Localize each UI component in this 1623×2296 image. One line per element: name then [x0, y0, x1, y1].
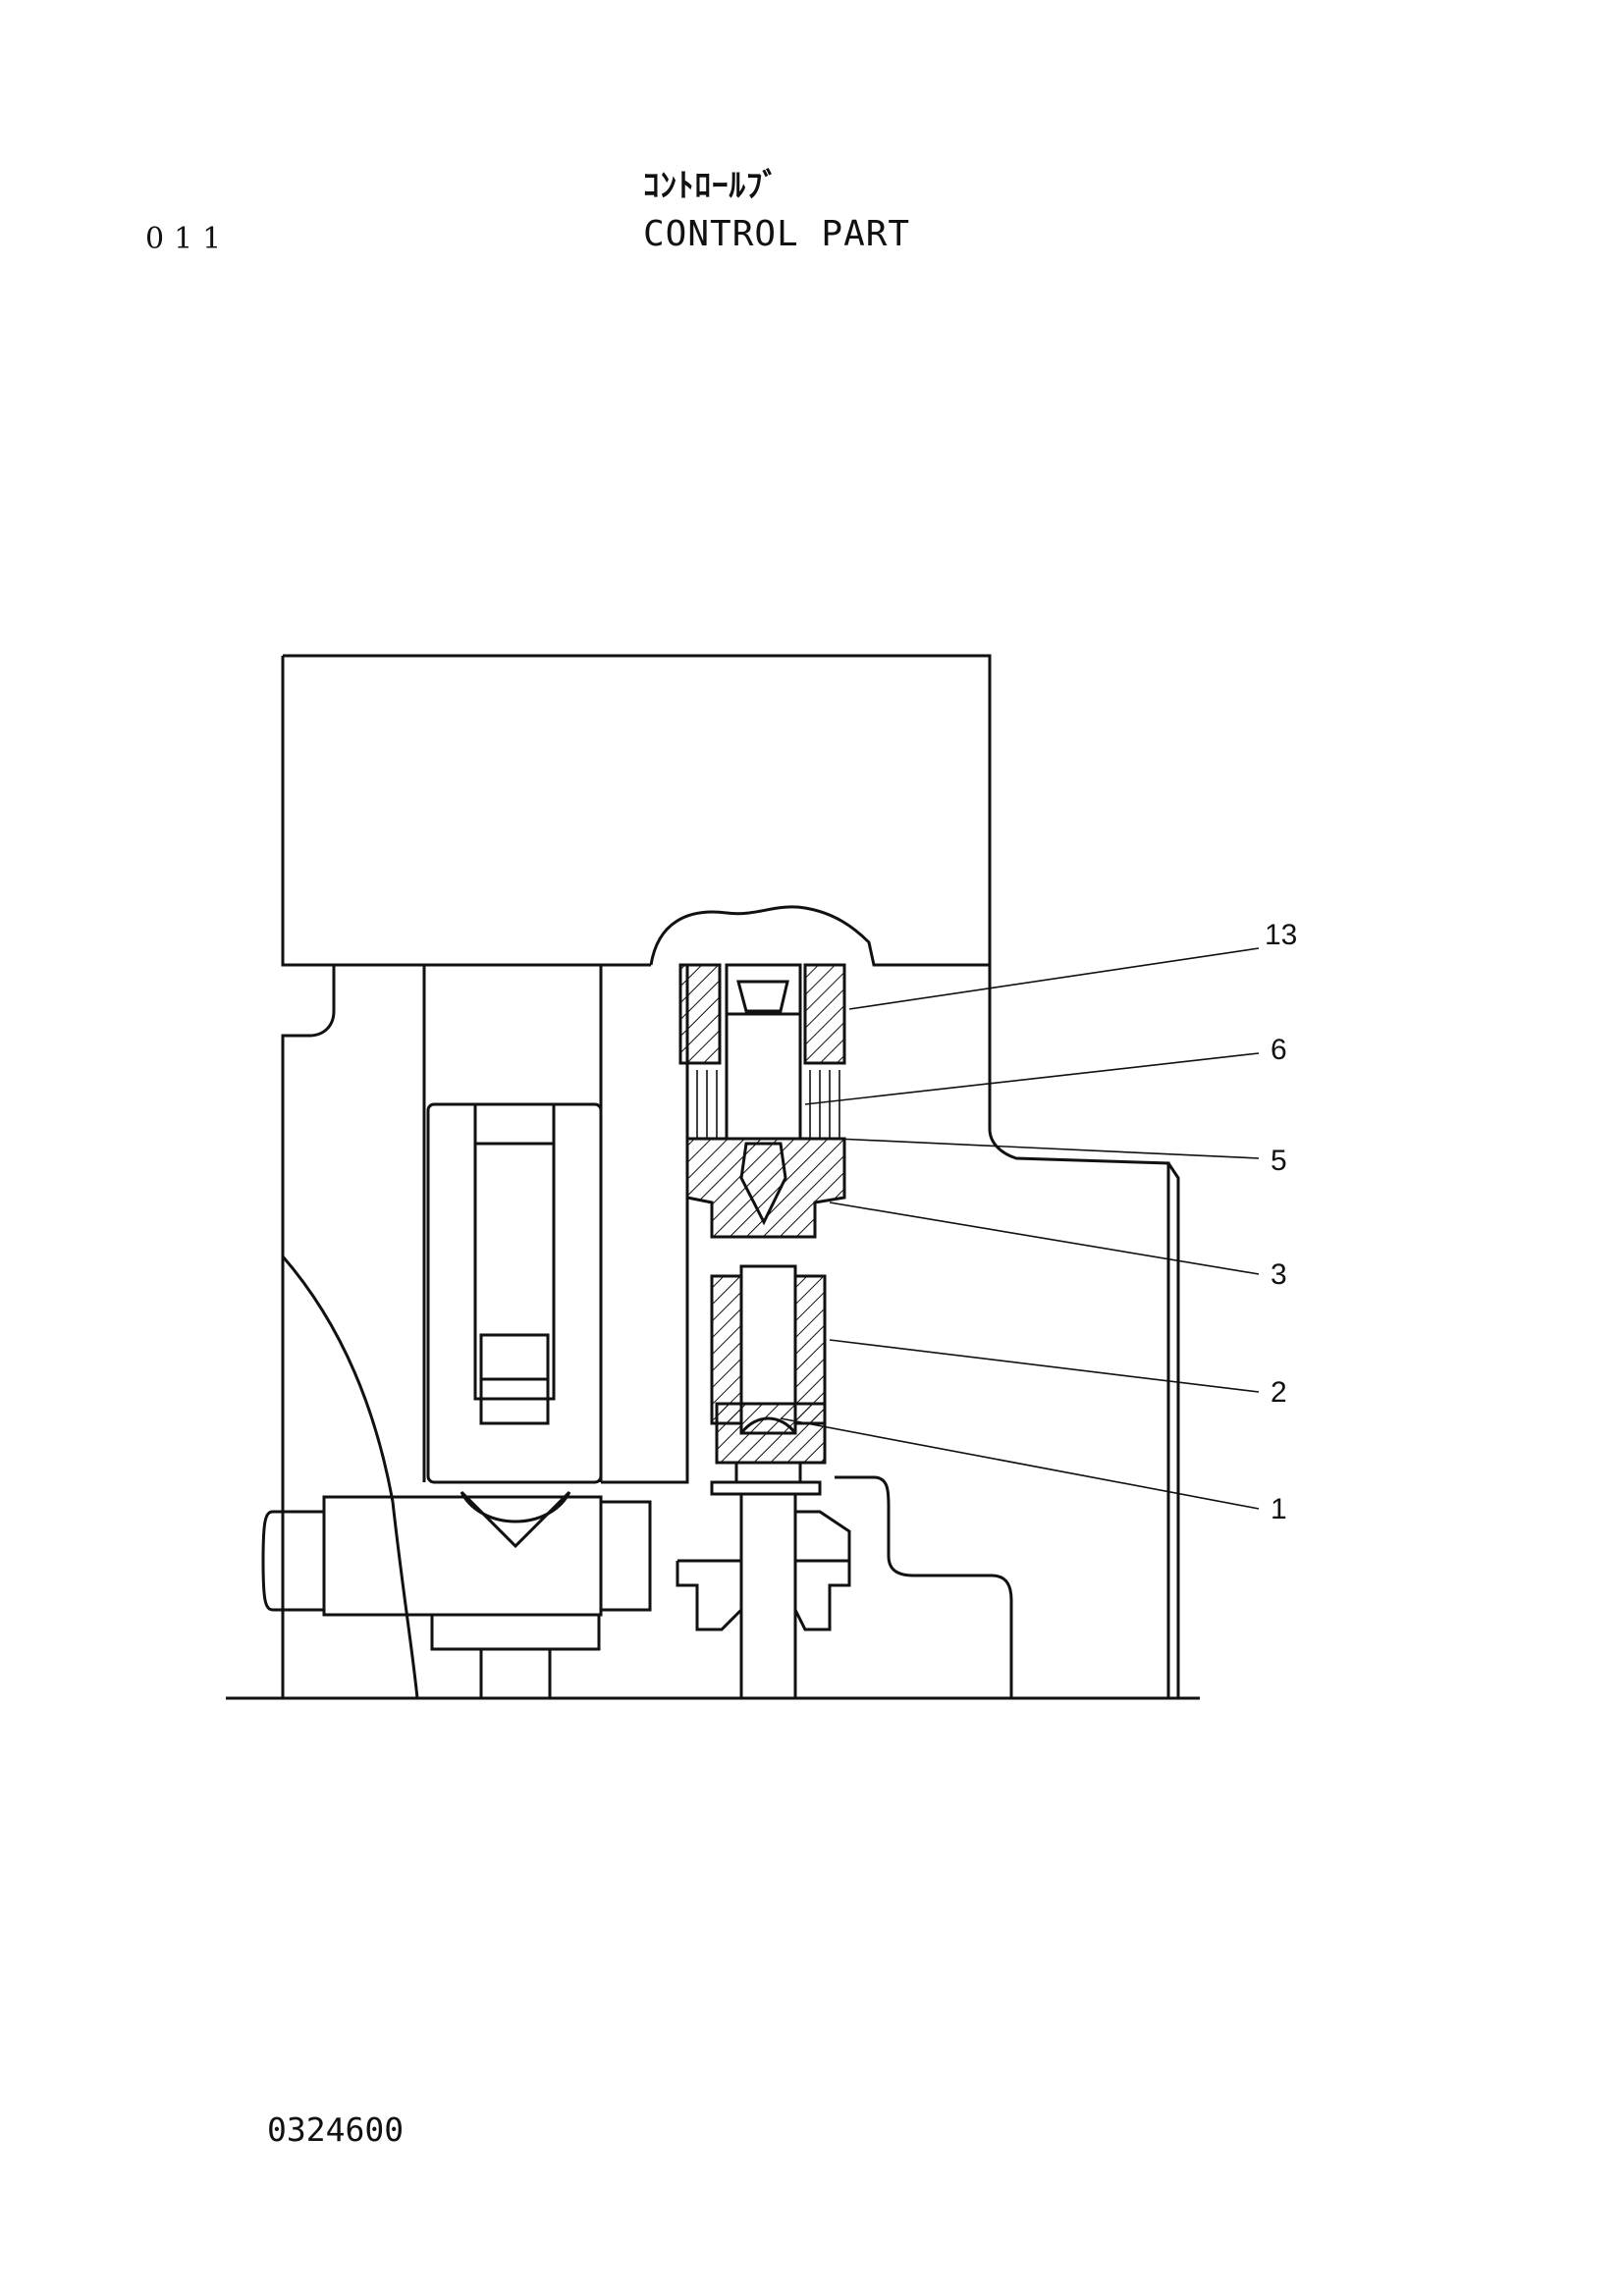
leader-lines — [780, 947, 1260, 1510]
upper-housing — [281, 654, 992, 967]
callout-3: 3 — [1271, 1258, 1287, 1291]
title-japanese: ｺﾝﾄﾛｰﾙﾌﾞ — [643, 166, 780, 204]
page-number: 011 — [145, 222, 232, 256]
piston-assembly — [426, 1102, 603, 1549]
callout-13: 13 — [1265, 919, 1297, 951]
callout-6: 6 — [1271, 1034, 1287, 1066]
callout-labels: 13 6 5 3 2 1 — [1265, 919, 1297, 1525]
horizontal-rod — [261, 1495, 652, 1698]
callout-5: 5 — [1271, 1145, 1287, 1177]
callout-1: 1 — [1271, 1493, 1287, 1525]
callout-2: 2 — [1271, 1376, 1287, 1409]
control-valve — [676, 963, 851, 1698]
title-english: CONTROL PART — [643, 214, 911, 254]
drawing-number: 0324600 — [267, 2110, 405, 2149]
